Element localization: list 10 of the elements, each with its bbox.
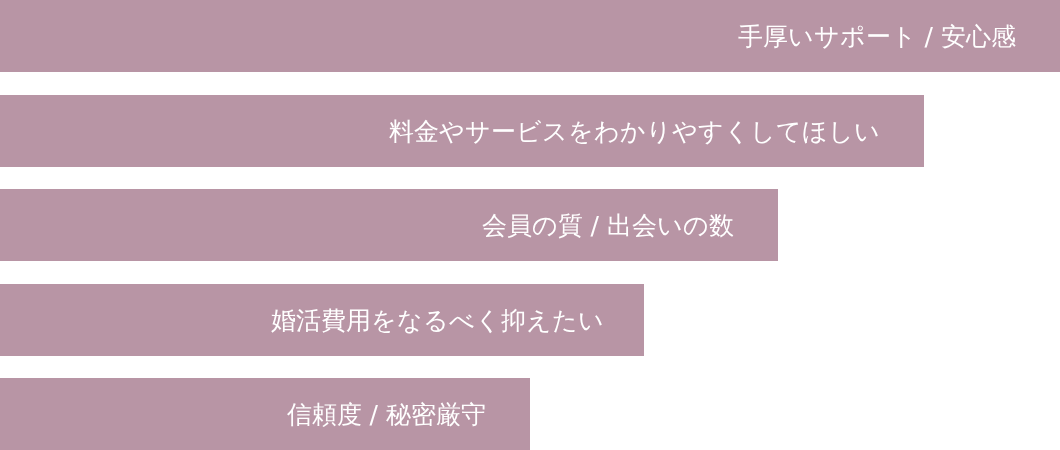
label-bar	[0, 378, 530, 450]
bar-text: 会員の質 / 出会いの数	[481, 209, 734, 242]
label-bar	[0, 189, 778, 261]
bar-text: 手厚いサポート / 安心感	[737, 20, 1016, 53]
label-bar	[0, 95, 924, 167]
bar-text: 料金やサービスをわかりやすくしてほしい	[389, 115, 880, 148]
label-bar	[0, 0, 1060, 72]
bar-text: 婚活費用をなるべく抑えたい	[271, 304, 604, 337]
bar-text: 信頼度 / 秘密厳守	[286, 398, 486, 431]
label-bar	[0, 284, 644, 356]
